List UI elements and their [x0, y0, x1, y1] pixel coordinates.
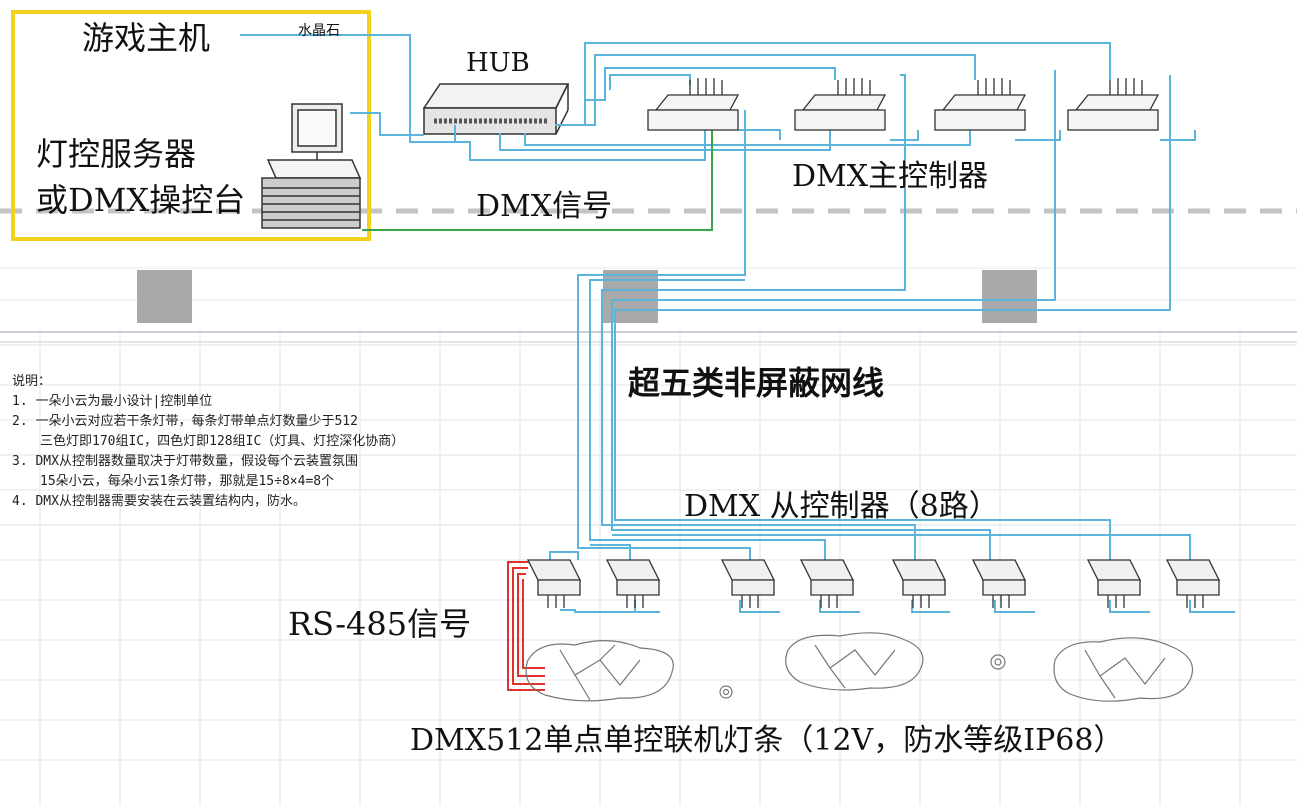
network-lines — [240, 34, 1235, 613]
cloud-strip-icon — [785, 632, 924, 691]
notes-title: 说明： — [12, 374, 52, 389]
dmx-main-controller-icon — [794, 78, 887, 131]
dmx-slave-controller-icon — [891, 559, 947, 608]
dmx-signal-label: DMX信号 — [476, 189, 613, 224]
note-line: 1. 一朵小云为最小设计|控制单位 — [12, 394, 213, 409]
dmx-main-controller-icon — [1067, 78, 1160, 131]
dmx-main-controller-label: DMX主控制器 — [792, 159, 989, 194]
cloud-installations — [525, 632, 1194, 702]
game-host-label: 游戏主机 — [82, 19, 211, 57]
column-block — [982, 270, 1037, 323]
dmx-slave-controller-icon — [1086, 559, 1142, 608]
hub-device-icon — [422, 83, 570, 135]
cat5-cable-label: 超五类非屏蔽网线 — [628, 364, 885, 402]
dmx-slave-controller-icon — [720, 559, 776, 608]
hub-label: HUB — [466, 48, 530, 78]
cloud-strip-icon — [1053, 637, 1194, 702]
light-strip-label: DMX512单点单控联机灯条（12V，防水等级IP68） — [410, 723, 1124, 758]
light-server-label-line2: 或DMX操控台 — [36, 181, 246, 219]
dmx-slave-controller-icon — [799, 559, 855, 608]
dmx-main-controller-icon — [934, 78, 1027, 131]
dmx-slave-controller-icon — [971, 559, 1027, 608]
cloud-strip-icon — [525, 640, 674, 702]
dmx-main-controller-icon — [647, 78, 740, 131]
background-grid — [0, 267, 1297, 805]
rs485-lines — [507, 561, 545, 691]
note-line: 3. DMX从控制器数量取决于灯带数量，假设每个云装置氛围 — [12, 454, 358, 469]
dmx-slave-controller-icon — [526, 559, 582, 608]
light-server-label-line1: 灯控服务器 — [36, 135, 197, 173]
column-block — [137, 270, 192, 323]
rs485-label: RS-485信号 — [288, 605, 472, 643]
note-line: 2. 一朵小云对应若干条灯带，每条灯带单点灯数量少于512 — [12, 414, 358, 429]
dmx-slave-controllers — [526, 559, 1221, 608]
notes-panel: 说明： 1. 一朵小云为最小设计|控制单位 2. 一朵小云对应若干条灯带，每条灯… — [12, 372, 612, 512]
crystal-label: 水晶石 — [298, 23, 340, 39]
dmx-slave-controller-label: DMX 从控制器（8路） — [684, 489, 999, 524]
dmx-signal-line — [362, 128, 713, 231]
note-line: 三色灯即170组IC，四色灯即128组IC（灯具、灯控深化协商） — [40, 434, 405, 449]
note-line: 15朵小云，每朵小云1条灯带，那就是15÷8×4=8个 — [40, 474, 335, 489]
dmx-slave-controller-icon — [1165, 559, 1221, 608]
server-highlight-box — [11, 10, 371, 241]
console-icon — [261, 103, 362, 229]
note-line: 4. DMX从控制器需要安装在云装置结构内，防水。 — [12, 494, 306, 509]
dmx-slave-controller-icon — [605, 559, 661, 608]
dmx-main-controllers — [647, 78, 1160, 131]
